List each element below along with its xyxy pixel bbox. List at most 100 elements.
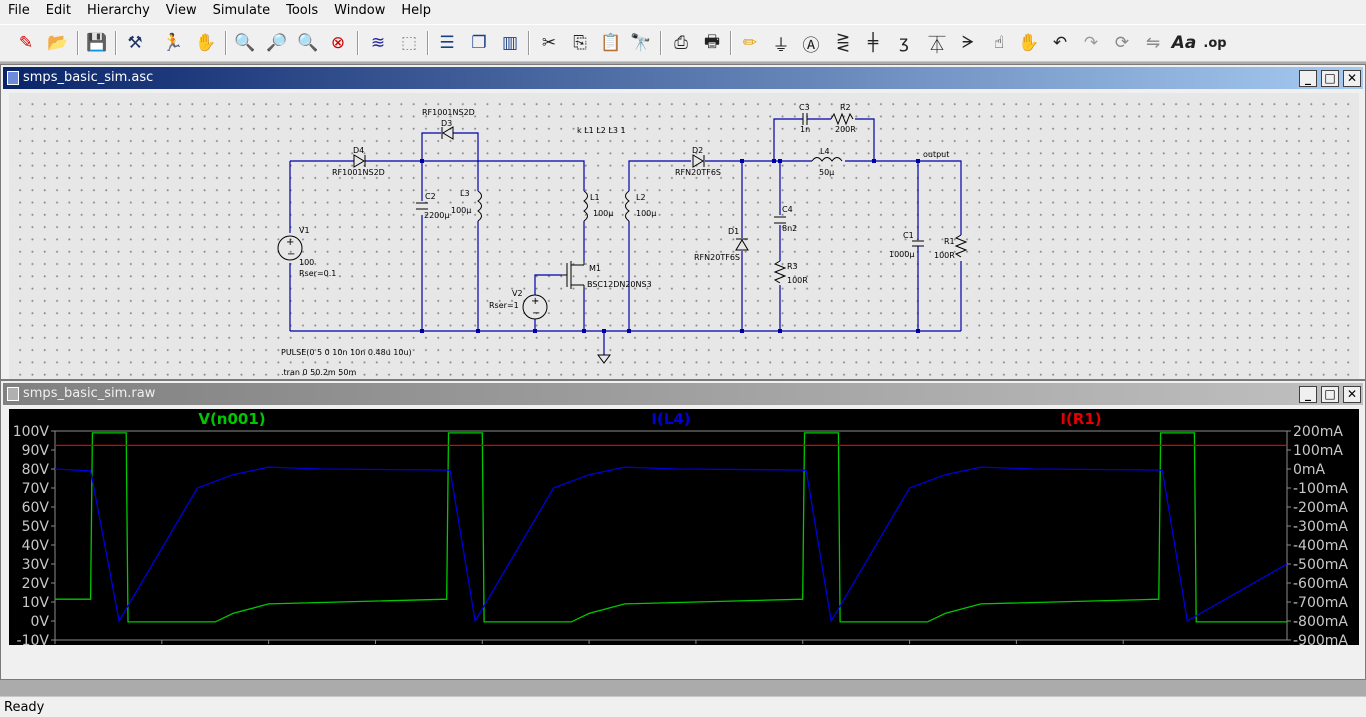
save-icon[interactable]: 💾	[86, 33, 108, 53]
halt-icon[interactable]: ✋	[195, 33, 217, 53]
menu-window[interactable]: Window	[334, 3, 386, 18]
c1-capacitor-icon[interactable]	[912, 240, 924, 247]
d4-diode-icon[interactable]	[353, 154, 366, 168]
waveform-chart[interactable]: V(n001) I(L4) I(R1) 100V90V80V70V60V50V4…	[9, 409, 1359, 645]
l4-inductor-icon[interactable]	[811, 157, 843, 162]
m1-mosfet-icon[interactable]	[561, 261, 585, 289]
ground-icon[interactable]	[597, 354, 611, 364]
wire	[845, 160, 962, 235]
cascade-icon[interactable]: ❐	[471, 33, 487, 53]
r2-resistor-icon[interactable]	[830, 112, 854, 126]
v2-source-icon[interactable]	[522, 294, 548, 320]
toolbar-separator	[528, 31, 530, 55]
zoom-pan-icon[interactable]: 🔎	[266, 33, 288, 53]
menu-help[interactable]: Help	[401, 3, 432, 18]
zoom-out-icon[interactable]: 🔍	[297, 33, 319, 53]
y-right-tick-label: 0mA	[1293, 462, 1326, 478]
l1-inductor-icon[interactable]	[583, 190, 588, 222]
print-icon[interactable]: 🖶	[703, 31, 721, 52]
component-icon[interactable]: ᗒ	[961, 33, 975, 53]
d2-diode-icon[interactable]	[692, 154, 705, 168]
y-left-tick-label: 100V	[13, 424, 50, 440]
close-button[interactable]: ✕	[1343, 70, 1361, 87]
toolbar-separator	[225, 31, 227, 55]
trace-label-v-n001[interactable]: V(n001)	[198, 410, 265, 428]
schematic-drawing[interactable]: + − + − D4 RF1001NS2D	[9, 93, 1359, 379]
tran-directive[interactable]: .tran 0 50.2m 50m	[281, 368, 356, 377]
diode-icon[interactable]: ⏄	[928, 35, 946, 56]
control-panel-icon[interactable]: ⚒	[127, 33, 143, 53]
c4-capacitor-icon[interactable]	[774, 216, 786, 224]
waveform-titlebar[interactable]: smps_basic_sim.raw _ □ ✕	[3, 383, 1363, 405]
l4-label: L4	[820, 147, 830, 156]
l2-inductor-icon[interactable]	[625, 190, 630, 222]
menu-view[interactable]: View	[165, 3, 197, 18]
cut-icon[interactable]: ✂	[541, 33, 557, 53]
menu-file[interactable]: File	[8, 3, 30, 18]
label-net-icon[interactable]: Ⓐ	[802, 35, 820, 56]
v1-source-icon[interactable]	[277, 235, 303, 261]
d3-model-label: RF1001NS2D	[422, 108, 475, 117]
tile-horizontal-icon[interactable]: ☰	[439, 33, 455, 53]
inductor-icon[interactable]: ʒ	[899, 33, 909, 53]
toolbar-separator	[77, 31, 79, 55]
m1-label: M1	[589, 264, 601, 273]
menu-tools[interactable]: Tools	[286, 3, 319, 18]
mirror-icon[interactable]: ⇋	[1145, 33, 1161, 53]
minimize-button[interactable]: _	[1299, 70, 1317, 87]
find-icon[interactable]: 🔭	[630, 33, 652, 53]
tile-vertical-icon[interactable]: ▥	[501, 33, 519, 53]
schematic-titlebar[interactable]: smps_basic_sim.asc _ □ ✕	[3, 67, 1363, 89]
open-icon[interactable]: 📂	[47, 33, 69, 53]
v2-minus-icon: −	[532, 308, 540, 319]
redo-icon[interactable]: ↷	[1083, 33, 1099, 53]
y-right-tick-label: -100mA	[1293, 481, 1348, 497]
v1-rser-label: Rser=0.1	[299, 269, 336, 278]
pulse-directive[interactable]: PULSE(0 5 0 10n 10n 0.48u 10u)	[281, 348, 412, 357]
d3-diode-icon[interactable]	[441, 126, 454, 140]
menu-bar: File Edit Hierarchy View Simulate Tools Window…	[0, 0, 1366, 24]
copy-icon[interactable]: ⎘	[573, 33, 587, 53]
schematic-doc-icon	[7, 71, 19, 85]
spice-directive-icon[interactable]: .op	[1203, 35, 1227, 51]
toolbar-separator	[115, 31, 117, 55]
ground-icon[interactable]: ⏚	[772, 35, 790, 56]
resistor-icon[interactable]: ⋛	[835, 33, 851, 53]
maximize-button[interactable]: □	[1321, 70, 1339, 87]
text-icon[interactable]: Aa	[1171, 33, 1197, 53]
print-preview-icon[interactable]: ⎙	[674, 33, 688, 53]
trace-label-i-r1[interactable]: I(R1)	[1060, 410, 1101, 428]
drag-icon[interactable]: ✋	[1018, 33, 1040, 53]
c3-value-label: 1n	[800, 125, 810, 134]
menu-edit[interactable]: Edit	[45, 3, 71, 18]
move-icon[interactable]: ☝	[993, 33, 1005, 53]
capacitor-icon[interactable]: ╪	[867, 33, 879, 53]
menu-hierarchy[interactable]: Hierarchy	[86, 3, 150, 18]
r2-value-label: 200R	[835, 125, 856, 134]
maximize-button[interactable]: □	[1321, 386, 1339, 403]
c2-capacitor-icon[interactable]	[416, 202, 428, 210]
d1-diode-icon[interactable]	[735, 238, 749, 251]
paste-icon[interactable]: 📋	[600, 33, 622, 53]
minimize-button[interactable]: _	[1299, 386, 1317, 403]
c3-capacitor-icon[interactable]	[802, 113, 808, 125]
r1-resistor-icon[interactable]	[954, 234, 968, 258]
autorange-icon[interactable]: ≋	[370, 33, 386, 53]
l3-inductor-icon[interactable]	[477, 190, 482, 222]
new-schematic-icon[interactable]: ✎	[18, 33, 34, 53]
toolbar-separator	[660, 31, 662, 55]
undo-icon[interactable]: ↶	[1052, 33, 1068, 53]
close-button[interactable]: ✕	[1343, 386, 1361, 403]
wire-icon[interactable]: ✏	[742, 33, 758, 53]
r3-resistor-icon[interactable]	[773, 260, 787, 284]
run-icon[interactable]: 🏃	[162, 33, 184, 53]
fit-icon[interactable]: ⬚	[400, 33, 418, 53]
zoom-fit-icon[interactable]: ⊗	[330, 33, 346, 53]
schematic-canvas[interactable]: + − + − D4 RF1001NS2D	[9, 93, 1359, 379]
menu-simulate[interactable]: Simulate	[212, 3, 271, 18]
rotate-icon[interactable]: ⟳	[1114, 33, 1130, 53]
d4-label: D4	[353, 146, 364, 155]
zoom-in-icon[interactable]: 🔍	[234, 33, 256, 53]
trace-label-i-l4[interactable]: I(L4)	[651, 410, 690, 428]
